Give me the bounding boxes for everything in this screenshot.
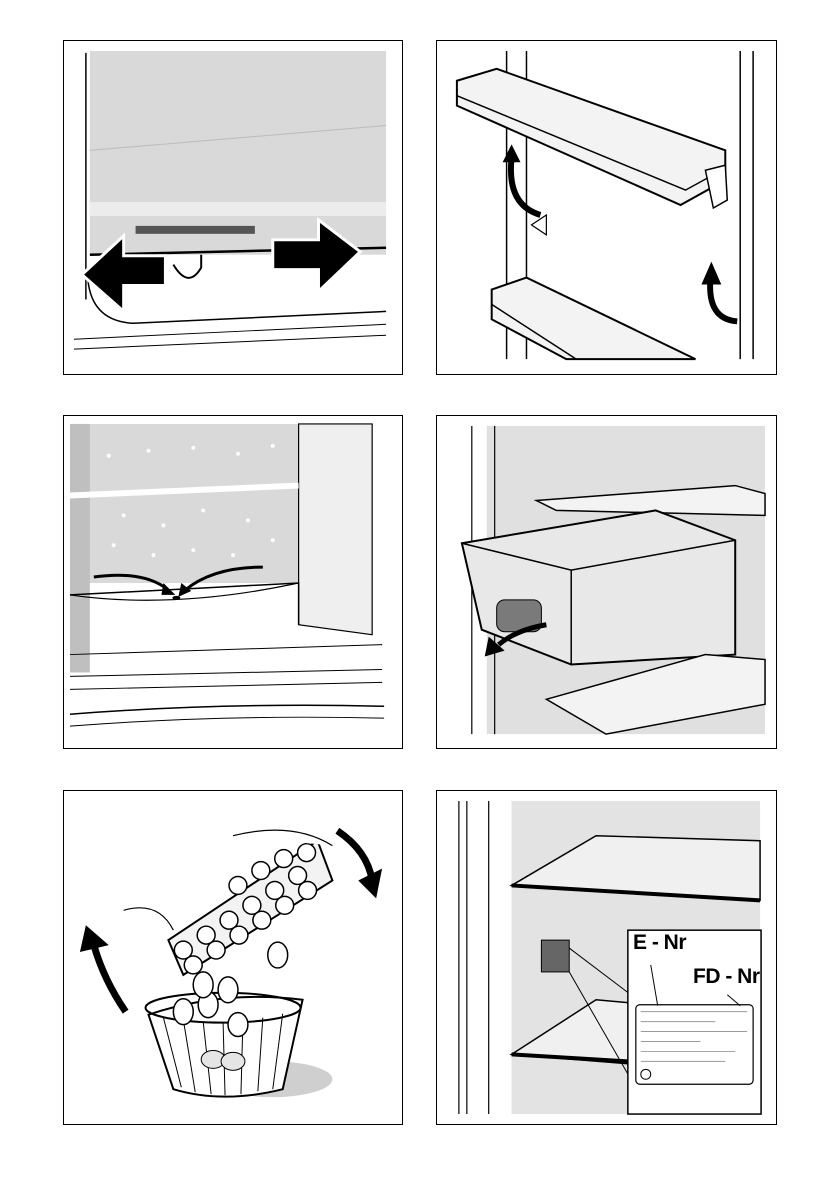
condensation-drain-illustration	[64, 416, 402, 748]
fd-nr-label: FD - Nr	[693, 965, 760, 989]
door-rack-illustration	[437, 41, 776, 374]
rating-plate-illustration	[437, 791, 776, 1124]
egg-tray-illustration	[64, 791, 402, 1124]
e-nr-label: E - Nr	[633, 931, 686, 955]
vegetable-drawer-illustration	[437, 416, 776, 748]
panel-condensation-drain	[63, 415, 403, 749]
upper-door-rack	[457, 69, 727, 208]
lower-door-rack	[492, 278, 696, 360]
panel-slide-shelf-strip	[63, 40, 403, 375]
panel-door-rack-removal	[436, 40, 777, 375]
slide-shelf-illustration	[64, 41, 402, 374]
egg-tray	[168, 841, 332, 975]
panel-egg-tray-emptying	[63, 790, 403, 1125]
back-wall	[90, 51, 386, 255]
rating-plate-icon	[541, 940, 569, 972]
fridge-back-wall	[70, 424, 299, 583]
panel-vegetable-drawer-removal	[436, 415, 777, 749]
egg-bowl	[146, 972, 303, 1097]
panel-rating-plate-location: E - Nr FD - Nr	[436, 790, 777, 1125]
